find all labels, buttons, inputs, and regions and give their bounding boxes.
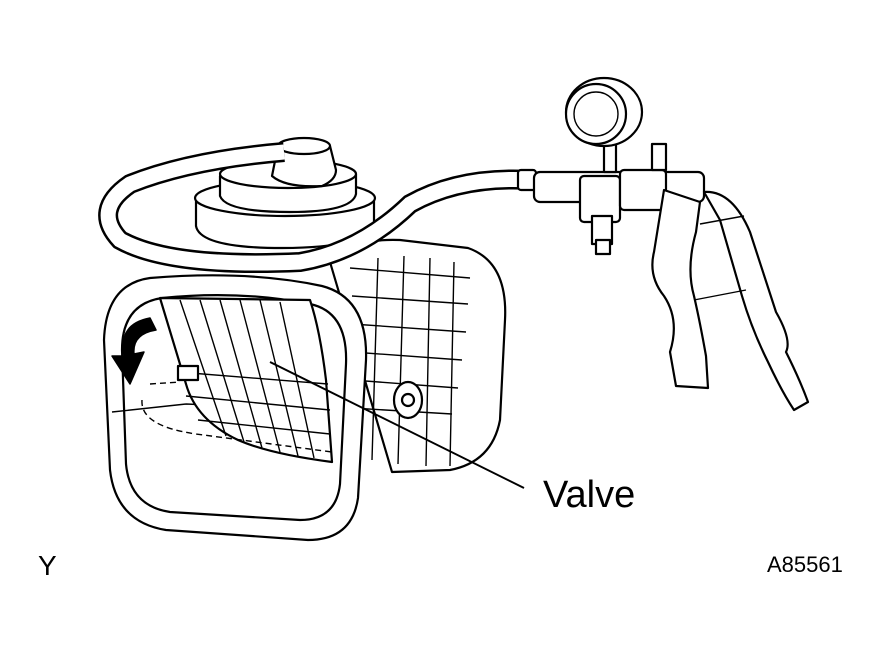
valve-flap [141, 296, 334, 464]
corner-letter: Y [38, 550, 57, 581]
hand-vacuum-pump [532, 76, 810, 412]
vacuum-hose [98, 142, 538, 274]
valve-label: Valve [543, 474, 636, 516]
valve-leader-line [269, 361, 525, 489]
vacuum-gauge-icon [564, 76, 644, 148]
rotation-arrow-icon [111, 317, 157, 385]
valve-actuator [193, 136, 377, 250]
figure-code: A85561 [767, 552, 843, 577]
